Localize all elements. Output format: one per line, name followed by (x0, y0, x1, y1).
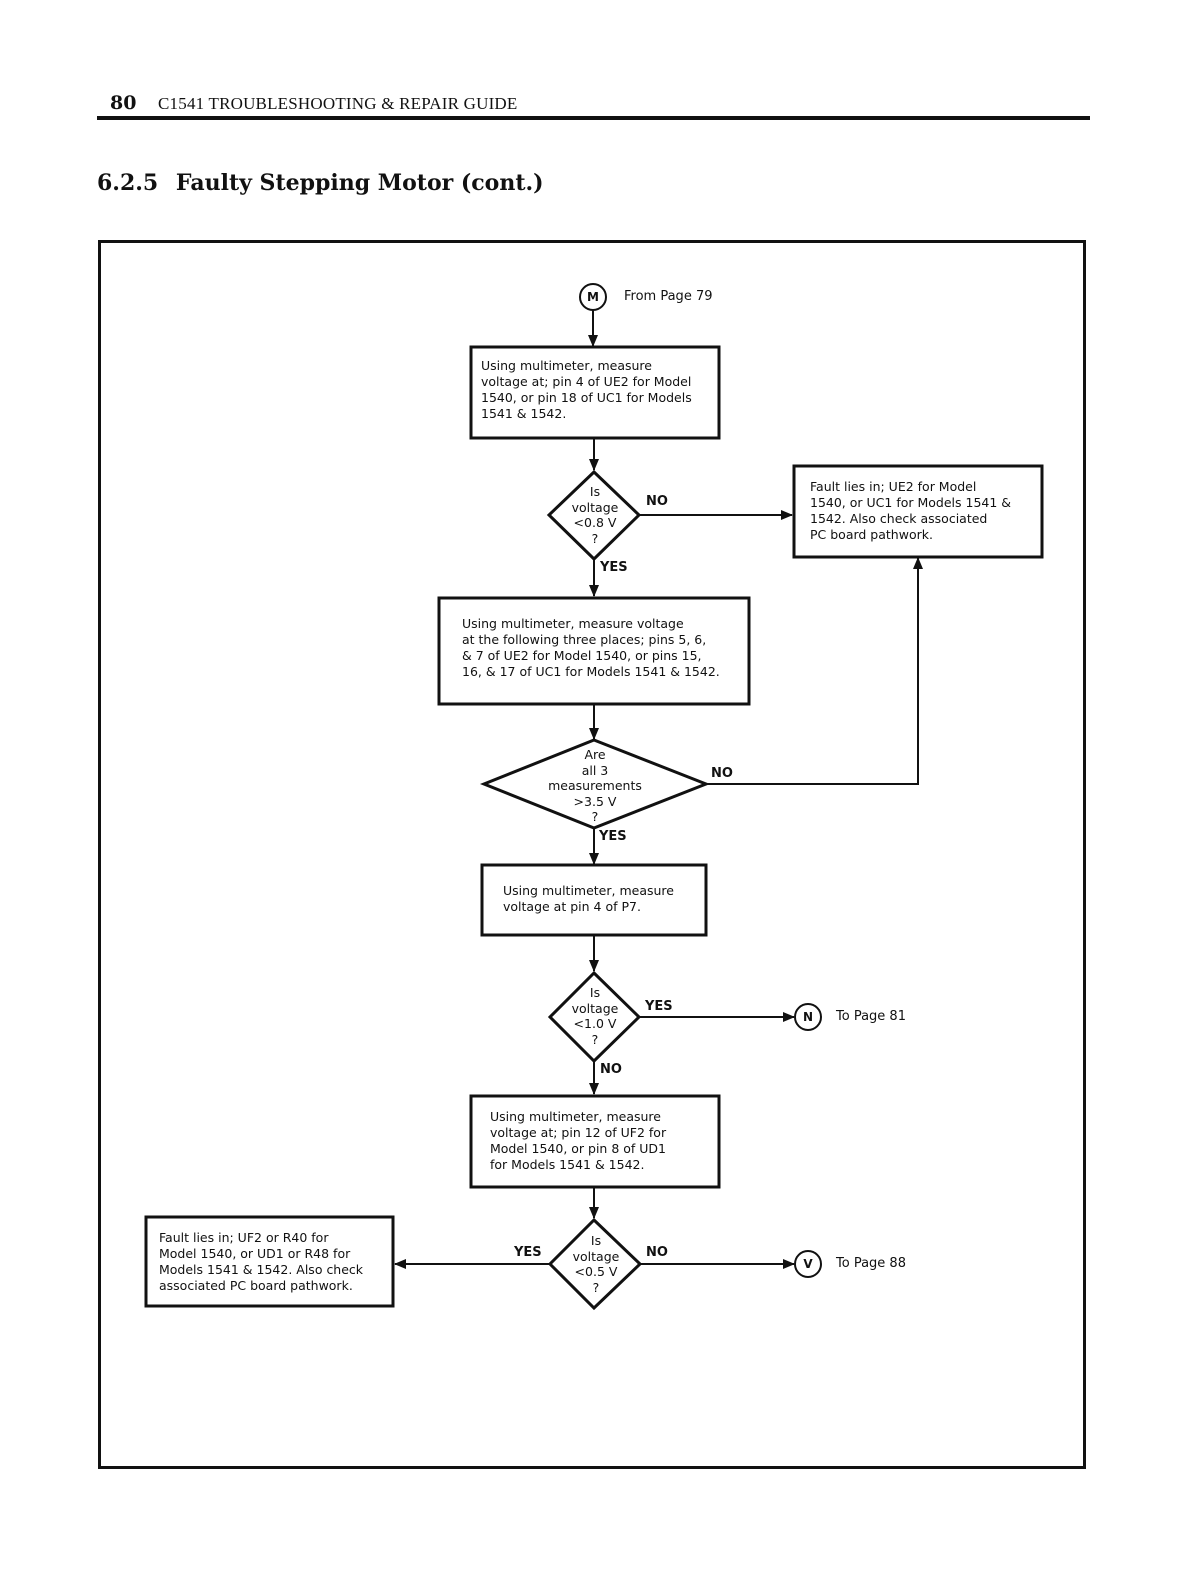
flowchart-frame (98, 240, 1086, 1469)
connector-n-circle (794, 1003, 822, 1031)
box1-text: Using multimeter, measure voltage at; pi… (481, 358, 692, 421)
connector-m-letter: M (587, 290, 599, 304)
decision3-text: Is voltage <1.0 V ? (571, 985, 619, 1047)
decision2-yes-label: YES (599, 829, 627, 844)
decision2-no-label: NO (711, 766, 733, 781)
decision2-text: Are all 3 measurements >3.5 V ? (548, 747, 642, 824)
decision4-diamond (547, 1217, 643, 1311)
decision4-no-label: NO (646, 1245, 668, 1260)
fault2-rect (144, 1215, 395, 1308)
section-number: 6.2.5 (97, 170, 159, 196)
arrow-decision2-no (706, 557, 923, 785)
section-heading: 6.2.5 Faulty Stepping Motor (cont.) (97, 170, 544, 196)
page-number: 80 (110, 92, 137, 114)
decision1-text: Is voltage <0.8 V ? (571, 484, 619, 546)
connector-m-text: From Page 79 (624, 289, 713, 304)
connector-n-text: To Page 81 (836, 1009, 906, 1024)
box4-text: Using multimeter, measure voltage at; pi… (490, 1109, 667, 1172)
running-title: C1541 TROUBLESHOOTING & REPAIR GUIDE (158, 94, 518, 113)
fault1-text: Fault lies in; UE2 for Model 1540, or UC… (810, 479, 1012, 542)
fault2-text: Fault lies in; UF2 or R40 for Model 1540… (159, 1230, 364, 1293)
decision4-text: Is voltage <0.5 V ? (572, 1233, 620, 1295)
decision3-no-label: NO (600, 1062, 622, 1077)
decision1-yes-label: YES (600, 560, 628, 575)
decision3-yes-label: YES (645, 999, 673, 1014)
box2-text: Using multimeter, measure voltage at the… (462, 616, 720, 679)
connector-v-circle (794, 1250, 822, 1278)
box3-text: Using multimeter, measure voltage at pin… (503, 883, 674, 914)
section-title: Faulty Stepping Motor (cont.) (175, 170, 544, 196)
connector-v-letter: V (803, 1257, 813, 1271)
header-rule (97, 116, 1090, 120)
decision4-yes-label: YES (514, 1245, 542, 1260)
decision1-no-label: NO (646, 494, 668, 509)
connector-n-letter: N (802, 1010, 814, 1024)
connector-v-text: To Page 88 (836, 1256, 906, 1271)
